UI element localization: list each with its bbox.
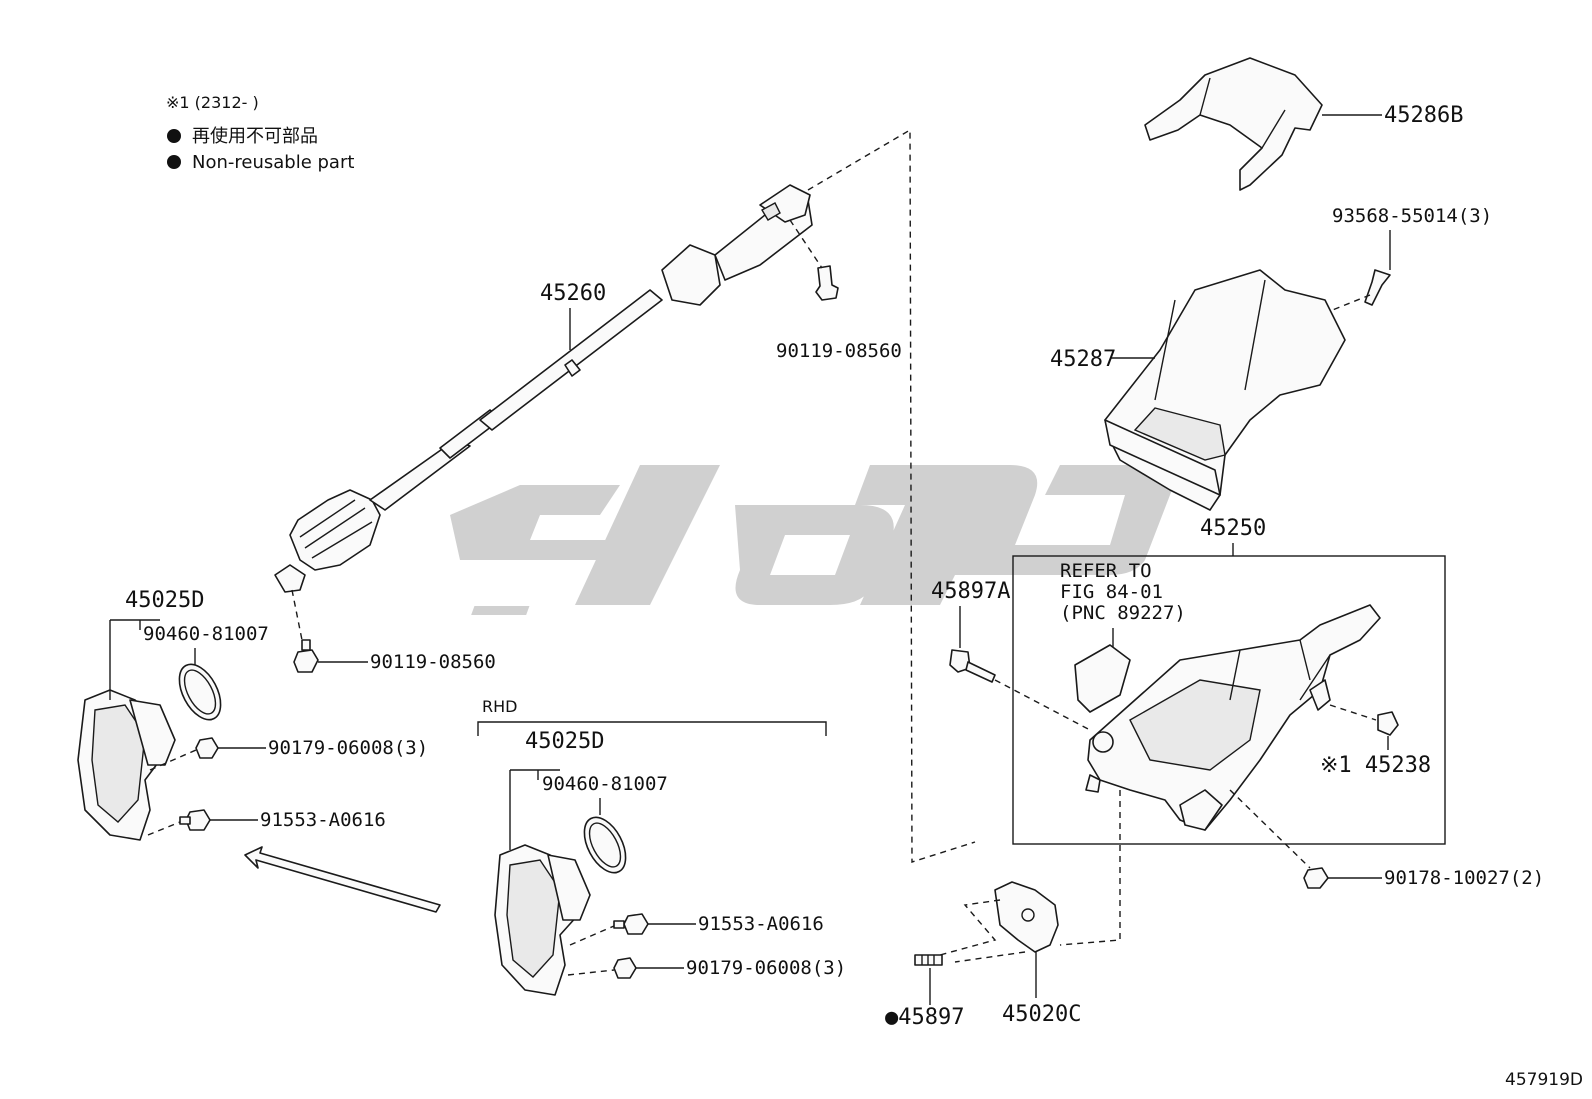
- part-number-90178: 90178-10027(2): [1384, 867, 1544, 889]
- column-cover-lower: [1104, 269, 1346, 511]
- part-number-45025D-rhd: 45025D: [525, 729, 604, 754]
- bracket-45020c: [994, 881, 1059, 953]
- leader-line: [1229, 789, 1311, 869]
- refer-line-2: FIG 84-01: [1060, 581, 1163, 603]
- clip-icon: [1377, 711, 1399, 736]
- part-number-90179-left: 90179-06008(3): [268, 737, 428, 759]
- bolt-icon: [914, 954, 943, 966]
- bolt-icon: [613, 913, 649, 935]
- part-number-45897A: 45897A: [931, 579, 1010, 604]
- leader-line: [149, 749, 197, 771]
- assembly-boundary-line: [807, 128, 976, 863]
- watermark-logo: [450, 465, 1174, 615]
- nut-icon: [195, 737, 219, 759]
- hole-cover-rhd: [494, 816, 627, 996]
- legend-nonreusable-jp: 再使用不可部品: [192, 126, 318, 147]
- legend-nonreusable-en: Non-reusable part: [192, 152, 354, 173]
- intermediate-shaft: [274, 184, 813, 593]
- refer-line-1: REFER TO: [1060, 560, 1152, 582]
- part-number-90119-top: 90119-08560: [776, 340, 902, 362]
- figure-code: 457919D: [1505, 1070, 1583, 1090]
- part-number-45250: 45250: [1200, 516, 1266, 541]
- leader-line: [109, 619, 160, 700]
- bullet-icon: [167, 155, 181, 169]
- nut-icon: [1303, 867, 1329, 889]
- bolt-icon: [179, 809, 211, 831]
- part-number-93568: 93568-55014(3): [1332, 205, 1492, 227]
- leader-line: [789, 219, 823, 269]
- legend: ※1 (2312- ) 再使用不可部品 Non-reusable part: [166, 93, 354, 173]
- leader-line: [567, 969, 615, 976]
- leader-line: [509, 769, 560, 850]
- direction-arrow-icon: [244, 846, 441, 913]
- part-number-91553-rhd: 91553-A0616: [698, 913, 824, 935]
- rhd-label: RHD: [482, 697, 517, 716]
- leader-line: [569, 925, 615, 946]
- module-part: [1074, 644, 1131, 713]
- part-number-45238: ※1 45238: [1320, 753, 1431, 778]
- refer-line-3: (PNC 89227): [1060, 602, 1186, 624]
- bolt-icon: [293, 639, 319, 673]
- rhd-bracket-line: [477, 721, 827, 736]
- part-number-45897: ●45897: [885, 1005, 964, 1030]
- screw-icon: [1364, 269, 1391, 306]
- nut-icon: [613, 957, 637, 979]
- part-number-90460-rhd: 90460-81007: [542, 773, 668, 795]
- steering-column: [1085, 604, 1381, 831]
- bolt-icon: [815, 265, 839, 301]
- bullet-icon: [167, 129, 181, 143]
- legend-note: ※1 (2312- ): [166, 93, 259, 112]
- part-number-45025D-left: 45025D: [125, 588, 204, 613]
- part-number-45287: 45287: [1050, 347, 1116, 372]
- part-number-90119-bottom: 90119-08560: [370, 651, 496, 673]
- part-number-90179-rhd: 90179-06008(3): [686, 957, 846, 979]
- leader-line: [1329, 704, 1377, 721]
- assembly-box: [1012, 555, 1446, 845]
- part-number-90460-left: 90460-81007: [143, 623, 269, 645]
- leader-line: [147, 821, 181, 836]
- part-number-45020C: 45020C: [1002, 1002, 1081, 1027]
- leader-line: [291, 589, 303, 641]
- part-number-91553-left: 91553-A0616: [260, 809, 386, 831]
- hole-cover-left: [77, 663, 222, 841]
- bolt-icon: [949, 649, 996, 683]
- leader-line: [939, 790, 1121, 963]
- part-number-45260: 45260: [540, 281, 606, 306]
- part-number-45286B: 45286B: [1384, 103, 1463, 128]
- leader-line: [994, 679, 1091, 731]
- column-cover-upper: [1144, 57, 1323, 191]
